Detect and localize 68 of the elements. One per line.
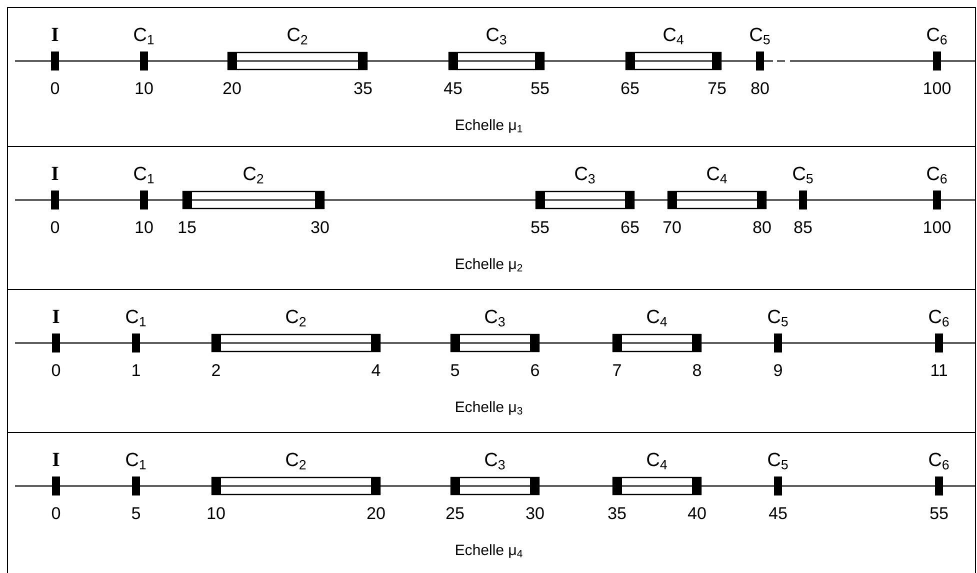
event-label: C$_{5}$ xyxy=(768,310,788,326)
event-label: C$_{2}$ xyxy=(288,28,308,44)
value-label: 9 xyxy=(774,364,782,376)
event-label: C$_{6}$ xyxy=(927,28,947,44)
value-label: 25 xyxy=(446,507,464,520)
event-label: C$_{3}$ xyxy=(485,452,505,470)
value-label: 0 xyxy=(50,82,60,94)
value-label: 40 xyxy=(688,507,706,520)
event-label: I xyxy=(52,452,60,466)
value-label: 80 xyxy=(751,82,769,94)
value-label: 0 xyxy=(52,364,60,376)
event-label: C$_{4}$ xyxy=(707,166,727,184)
event-label: C$_{4}$ xyxy=(647,452,667,470)
event-label: C$_{4}$ xyxy=(664,28,684,44)
value-label: 70 xyxy=(663,221,681,234)
value-label: 1 xyxy=(132,364,140,376)
value-label: 100 xyxy=(924,221,951,234)
value-label: 55 xyxy=(531,82,549,94)
event-label: C$_{2}$ xyxy=(286,452,306,470)
value-label: 65 xyxy=(621,221,639,234)
value-label: 2 xyxy=(212,364,220,376)
event-label: I xyxy=(52,310,60,323)
value-label: 15 xyxy=(178,221,196,234)
event-label: C$_{2}$ xyxy=(244,166,264,184)
value-label: 75 xyxy=(708,82,726,94)
value-label: 0 xyxy=(50,221,60,234)
event-label: C$_{1}$ xyxy=(134,28,154,44)
value-label: 5 xyxy=(450,364,460,376)
value-label: 45 xyxy=(768,507,787,520)
event-label: C$_{2}$ xyxy=(286,310,306,326)
value-label: 10 xyxy=(136,82,153,94)
value-label: 10 xyxy=(208,507,225,520)
value-label: 65 xyxy=(621,82,639,94)
value-label: 10 xyxy=(136,221,153,234)
event-label: C$_{5}$ xyxy=(793,166,813,184)
event-label: C$_{5}$ xyxy=(750,28,770,44)
value-label: 45 xyxy=(444,82,462,94)
event-label: C$_{5}$ xyxy=(768,452,788,470)
value-label: 85 xyxy=(794,221,812,234)
value-label: 30 xyxy=(526,507,544,520)
event-label: C$_{6}$ xyxy=(929,452,949,470)
event-label: C$_{3}$ xyxy=(575,166,595,184)
value-label: 5 xyxy=(132,507,140,520)
event-label: C$_{3}$ xyxy=(486,28,506,44)
value-label: 7 xyxy=(613,364,621,376)
value-label: 35 xyxy=(608,507,626,520)
value-label: 55 xyxy=(531,221,549,234)
event-label: C$_{3}$ xyxy=(485,310,505,326)
event-label: I xyxy=(52,28,58,41)
event-label: C$_{1}$ xyxy=(126,452,146,470)
event-label: C$_{6}$ xyxy=(929,310,949,326)
value-label: 30 xyxy=(311,221,329,234)
value-label: 6 xyxy=(531,364,539,376)
event-label: C$_{1}$ xyxy=(126,310,146,326)
value-label: 80 xyxy=(753,221,771,234)
value-label: 55 xyxy=(930,507,948,520)
event-label: I xyxy=(52,166,58,180)
value-label: 11 xyxy=(932,364,947,376)
event-label: C$_{1}$ xyxy=(134,166,154,184)
value-label: 20 xyxy=(223,82,241,94)
value-label: 4 xyxy=(372,364,380,376)
value-label: 100 xyxy=(924,82,951,94)
event-label: C$_{4}$ xyxy=(647,310,667,326)
value-label: 20 xyxy=(367,507,385,520)
value-label: 8 xyxy=(693,364,701,376)
event-label: C$_{6}$ xyxy=(927,166,947,184)
value-label: 0 xyxy=(52,507,60,520)
value-label: 35 xyxy=(354,82,372,94)
